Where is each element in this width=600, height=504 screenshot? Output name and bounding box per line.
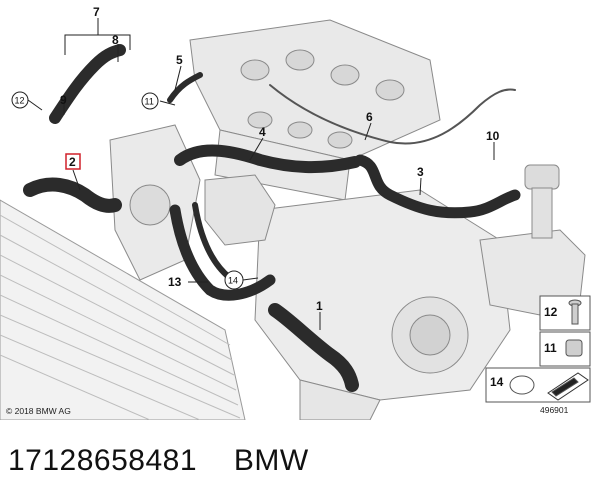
callout-8: 8 — [112, 33, 119, 47]
svg-text:1: 1 — [316, 299, 323, 313]
svg-text:9: 9 — [60, 93, 67, 107]
diagram-reference-id: 496901 — [540, 405, 569, 415]
clip-icon — [565, 339, 583, 357]
legend-label-11: 11 — [544, 341, 557, 355]
callout-11-circled: 11 — [141, 92, 159, 110]
engine-block-illustration — [254, 189, 511, 420]
svg-text:5: 5 — [176, 53, 183, 67]
callout-2-highlighted: 2 — [65, 153, 81, 170]
callout-3: 3 — [417, 165, 424, 179]
callout-1: 1 — [316, 299, 323, 313]
callout-7: 7 — [93, 5, 100, 19]
small-parts-legend — [485, 295, 591, 403]
svg-text:6: 6 — [366, 110, 373, 124]
callout-14-circled: 14 — [224, 270, 244, 290]
svg-text:2: 2 — [69, 155, 76, 169]
svg-text:3: 3 — [417, 165, 424, 179]
callout-9: 9 — [60, 93, 67, 107]
part-number: 17128658481 — [8, 444, 198, 477]
callout-10: 10 — [486, 129, 500, 143]
svg-text:8: 8 — [112, 33, 119, 47]
thermostat-illustration — [204, 174, 276, 246]
part-caption: 17128658481 BMW — [8, 444, 337, 478]
callout-13: 13 — [168, 275, 182, 289]
callout-12-circled: 12 — [11, 91, 29, 109]
copyright-text: © 2018 BMW AG — [6, 406, 71, 416]
leader-lines — [27, 18, 495, 330]
coolant-hoses — [23, 44, 521, 392]
svg-text:7: 7 — [93, 5, 100, 19]
legend-label-14: 14 — [490, 375, 504, 389]
svg-text:14: 14 — [228, 276, 238, 286]
hose-clamp-icon — [509, 375, 535, 395]
expansion-tank-illustration — [479, 164, 586, 316]
callout-5: 5 — [176, 53, 183, 67]
svg-text:12: 12 — [15, 96, 25, 106]
brand-name: BMW — [233, 444, 309, 477]
svg-text:10: 10 — [486, 129, 500, 143]
svg-text:4: 4 — [259, 125, 266, 139]
screw-icon — [568, 299, 582, 325]
callout-4: 4 — [259, 125, 266, 139]
callout-6: 6 — [366, 110, 373, 124]
svg-text:13: 13 — [168, 275, 182, 289]
legend-label-12: 12 — [544, 305, 558, 319]
parts-diagram: 7 8 9 12 2 5 11 4 6 3 10 13 14 1 12 11 — [0, 5, 591, 420]
radiator-illustration — [0, 199, 246, 420]
svg-text:11: 11 — [145, 97, 154, 107]
engine-head-illustration — [189, 19, 441, 201]
